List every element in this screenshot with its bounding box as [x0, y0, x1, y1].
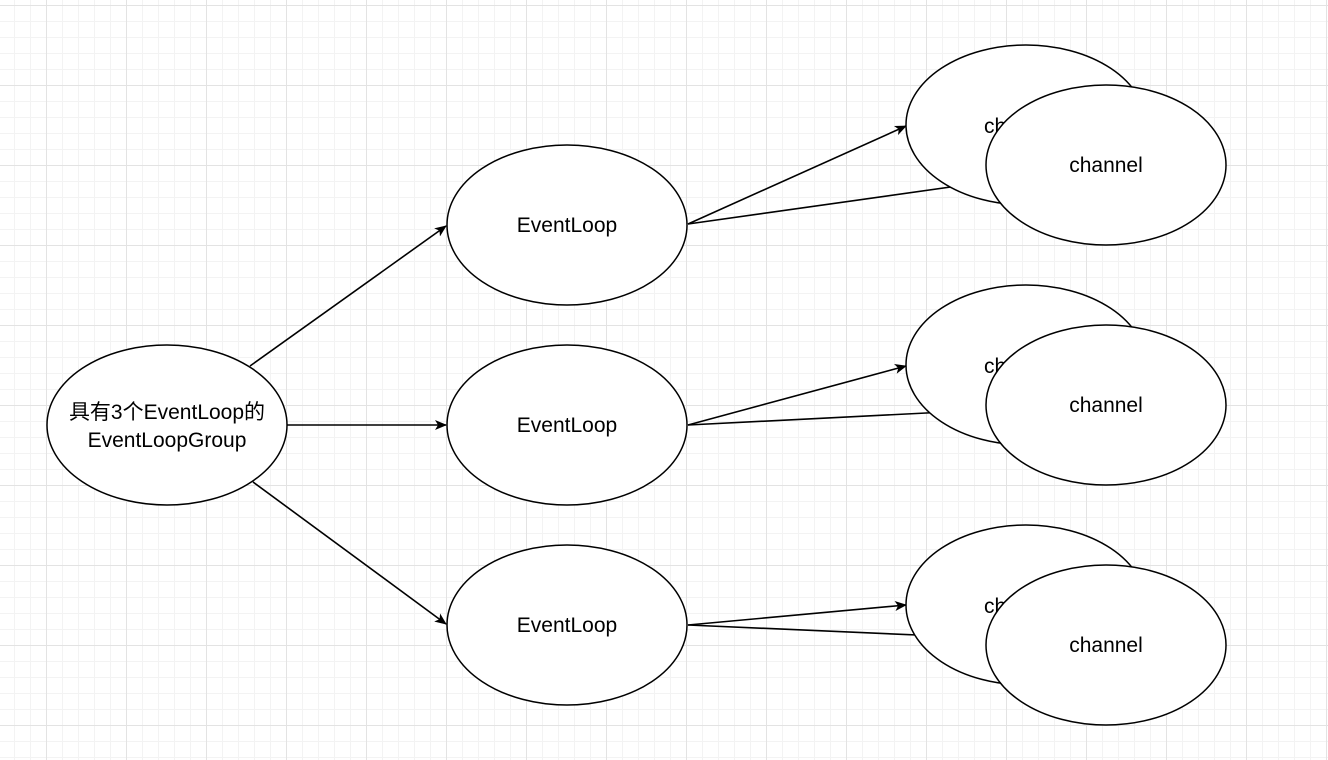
channel-front-label: channel — [1069, 154, 1143, 177]
eventloop-node-2[interactable]: EventLoop — [446, 344, 688, 506]
channel-front-node[interactable]: channel — [985, 324, 1227, 486]
edge-eventloop-1-to-channel-front — [687, 178, 987, 225]
eventloop-node-3[interactable]: EventLoop — [446, 544, 688, 706]
eventloop-node-1[interactable]: EventLoop — [446, 144, 688, 306]
eventloopgroup-ellipse — [46, 344, 288, 506]
eventloop-label: EventLoop — [517, 414, 617, 437]
channel-front-label: channel — [1069, 634, 1143, 657]
eventloop-label: EventLoop — [517, 214, 617, 237]
eventloop-ellipse — [446, 144, 688, 306]
channel-front-ellipse — [985, 324, 1227, 486]
eventloop-ellipse — [446, 344, 688, 506]
eventloop-ellipse — [446, 544, 688, 706]
edge-group-to-eventloop-3 — [252, 481, 447, 625]
edge-group-to-eventloop-1 — [249, 225, 447, 367]
eventloopgroup-label-line1: 具有3个EventLoop的 — [69, 401, 265, 424]
channel-front-node[interactable]: channel — [985, 84, 1227, 246]
channel-front-label: channel — [1069, 394, 1143, 417]
eventloopgroup-label-line2: EventLoopGroup — [88, 429, 247, 452]
edge-eventloop-2-to-channel-back — [687, 364, 907, 426]
channel-pair-2: ch channel — [905, 284, 1227, 486]
edge-eventloop-1-to-channel-back — [687, 125, 907, 225]
edge-eventloop-3-to-channel-back — [687, 601, 907, 626]
channel-pair-3: ch channel — [905, 524, 1227, 726]
channel-front-ellipse — [985, 84, 1227, 246]
eventloopgroup-node[interactable]: 具有3个EventLoop的 EventLoopGroup — [46, 344, 288, 506]
eventloop-label: EventLoop — [517, 614, 617, 637]
channel-pair-1: ch channel — [905, 44, 1227, 246]
channel-front-ellipse — [985, 564, 1227, 726]
channel-front-node[interactable]: channel — [985, 564, 1227, 726]
